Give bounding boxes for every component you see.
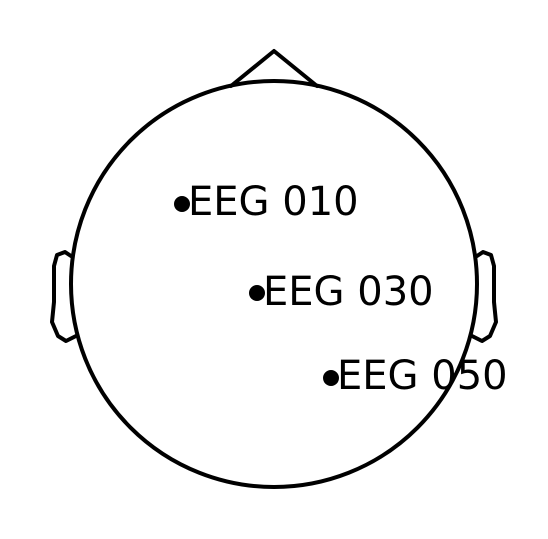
sensor-marker: [174, 196, 190, 212]
head-nose: [229, 49, 319, 88]
head-outline: [69, 79, 479, 489]
right-ear: [470, 250, 498, 343]
left-ear: [50, 250, 78, 343]
sensor-eeg-030: EEG 030: [249, 269, 434, 315]
sensor-eeg-050: EEG 050: [323, 353, 508, 399]
sensor-eeg-010: EEG 010: [174, 179, 359, 225]
sensor-label: EEG 030: [263, 269, 434, 315]
sensor-marker: [249, 285, 265, 301]
sensor-marker: [323, 370, 339, 386]
sensor-label: EEG 010: [188, 179, 359, 225]
sensor-label: EEG 050: [337, 353, 508, 399]
